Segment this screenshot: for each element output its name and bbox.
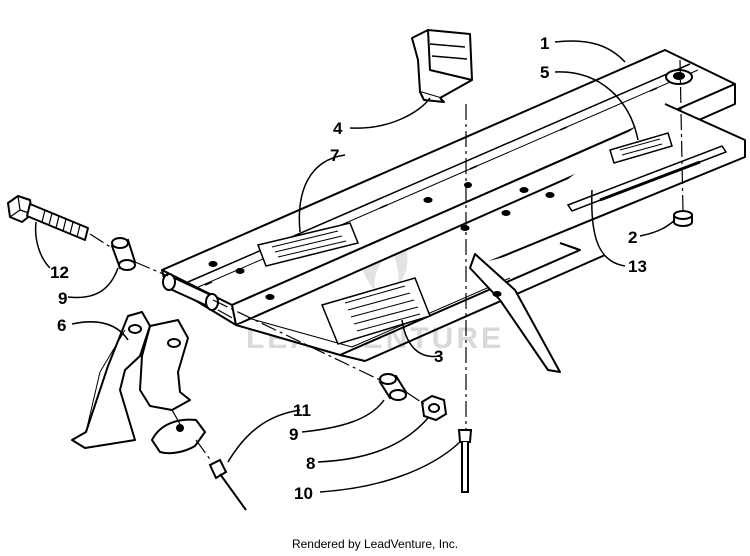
bolt <box>7 195 89 241</box>
callout-7: 7 <box>330 146 339 165</box>
decal-3 <box>320 277 431 345</box>
footer-credit: Rendered by LeadVenture, Inc. <box>291 537 459 551</box>
callout-4: 4 <box>333 119 343 138</box>
rivet-11 <box>208 458 247 511</box>
callout-1: 1 <box>540 34 549 53</box>
decal-13 <box>566 145 728 212</box>
callout-13: 13 <box>628 257 647 276</box>
callout-labels: 1 5 4 7 2 13 12 9 6 3 11 9 8 10 <box>50 34 647 503</box>
plate <box>150 418 207 455</box>
callout-6: 6 <box>57 316 66 335</box>
callout-12: 12 <box>50 263 69 282</box>
decal-5 <box>609 132 673 164</box>
spacer-bushing-lower <box>378 373 408 401</box>
mounting-bracket <box>71 311 191 449</box>
callout-2: 2 <box>628 228 637 247</box>
spring-clip <box>411 29 473 103</box>
callout-3: 3 <box>434 347 443 366</box>
assembly-lines <box>89 59 684 463</box>
callout-5: 5 <box>540 63 549 82</box>
spacer-bushing-upper <box>110 237 137 271</box>
leader-lines <box>34 40 676 493</box>
callout-8: 8 <box>306 454 315 473</box>
callout-10: 10 <box>294 484 313 503</box>
decal-7 <box>256 222 360 267</box>
lock-nut <box>420 394 448 422</box>
rivet-10 <box>457 429 473 493</box>
pivot-tube <box>162 273 219 311</box>
callout-11: 11 <box>293 401 311 420</box>
callout-9-upper: 9 <box>58 289 67 308</box>
callout-9-lower: 9 <box>289 425 298 444</box>
grommet <box>673 210 693 227</box>
